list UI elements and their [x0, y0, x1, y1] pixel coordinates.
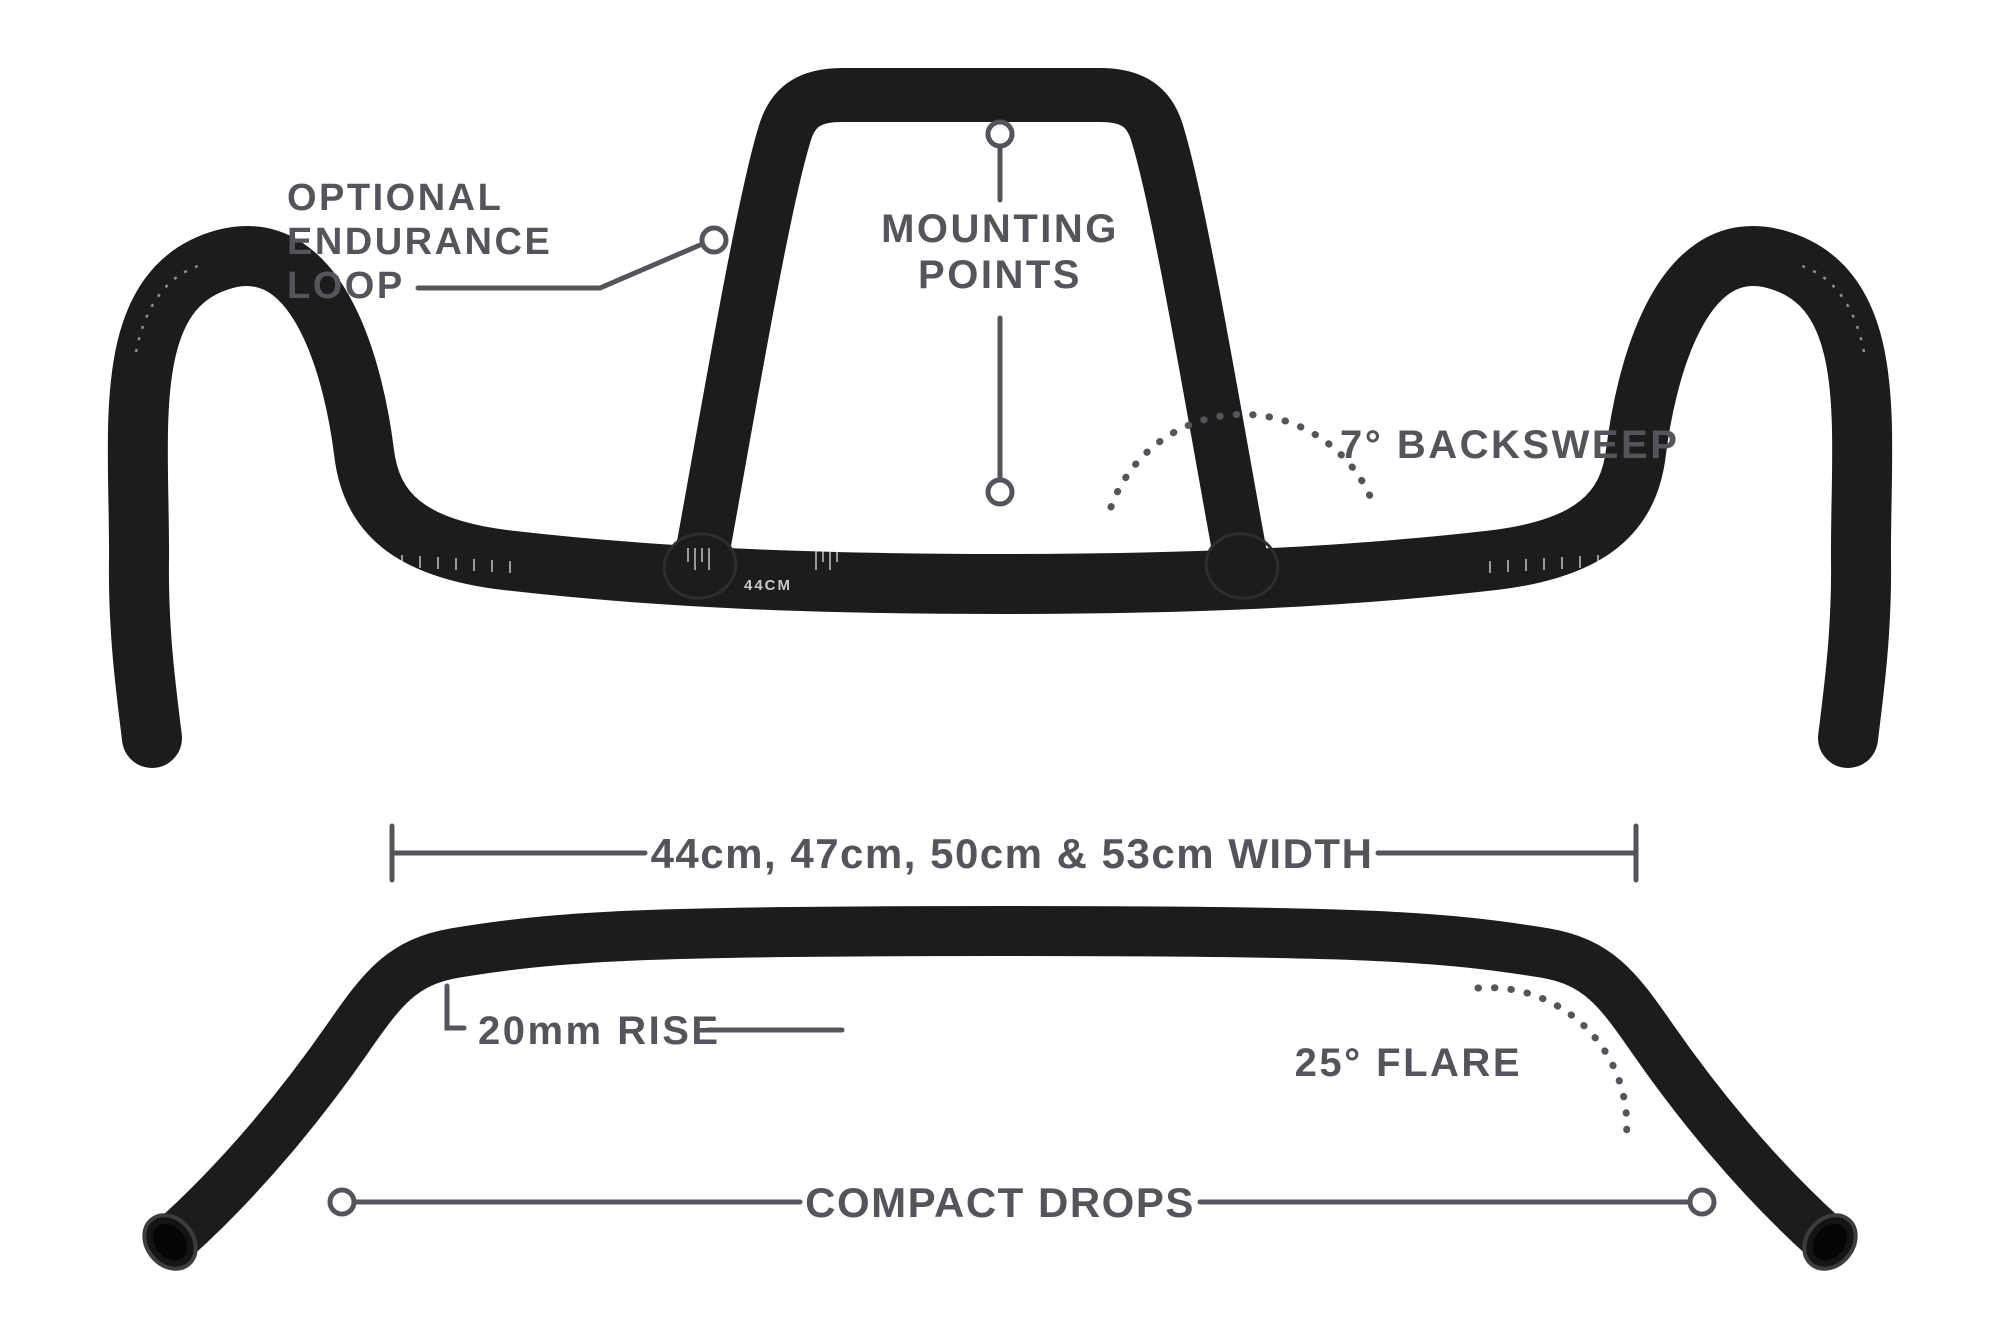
drops-marker-left	[327, 1187, 357, 1217]
endurance-loop-callout-line	[415, 242, 703, 291]
rise-label: 20mm RISE	[478, 1009, 721, 1053]
bottom-bar-tube	[150, 906, 1850, 1263]
endurance-loop-label-line-2: ENDURANCE	[287, 221, 552, 263]
compact-drops-label: COMPACT DROPS	[805, 1179, 1195, 1226]
mounting-top-marker	[985, 119, 1015, 149]
mounting-points-label-line-1: MOUNTING	[881, 207, 1119, 251]
handlebar-bottom-view	[142, 906, 1858, 1271]
width-label: 44cm, 47cm, 50cm & 53cm WIDTH	[651, 830, 1374, 877]
flare-callout: 25° FLARE	[1295, 984, 1631, 1144]
endurance-loop-tube	[671, 68, 1271, 603]
endurance-loop-label-line-1: OPTIONAL	[287, 177, 503, 219]
mounting-bottom-marker	[985, 477, 1015, 507]
endurance-loop-label-line-3: LOOP	[287, 265, 405, 307]
endurance-loop-marker	[699, 225, 729, 255]
backsweep-label: 7° BACKSWEEP	[1340, 423, 1679, 467]
rise-bracket	[444, 983, 467, 1031]
compact-drops-callout: COMPACT DROPS	[327, 1179, 1717, 1226]
weld-ring-right	[1204, 532, 1280, 600]
bar-reach-ticks	[687, 548, 838, 570]
main-bar-tube	[107, 226, 1893, 768]
endurance-loop-callout: OPTIONAL ENDURANCE LOOP	[287, 177, 729, 307]
rise-callout: 20mm RISE	[444, 983, 845, 1053]
flare-arc	[1474, 984, 1631, 1144]
tube-end-left	[142, 1213, 198, 1271]
handlebar-top-view: 44CM	[107, 68, 1893, 768]
mounting-points-label-line-2: POINTS	[918, 253, 1082, 297]
weld-ring-left	[662, 532, 738, 600]
bar-ruler-ticks	[383, 554, 1617, 573]
bar-size-marking: 44CM	[744, 577, 792, 594]
drops-marker-right	[1687, 1187, 1717, 1217]
tube-end-right	[1802, 1213, 1858, 1271]
width-dimension: 44cm, 47cm, 50cm & 53cm WIDTH	[389, 823, 1639, 883]
flare-label: 25° FLARE	[1295, 1041, 1522, 1085]
backsweep-callout: 7° BACKSWEEP	[1107, 410, 1679, 511]
backsweep-arc	[1107, 410, 1374, 511]
mounting-points-callout: MOUNTING POINTS	[881, 119, 1119, 507]
